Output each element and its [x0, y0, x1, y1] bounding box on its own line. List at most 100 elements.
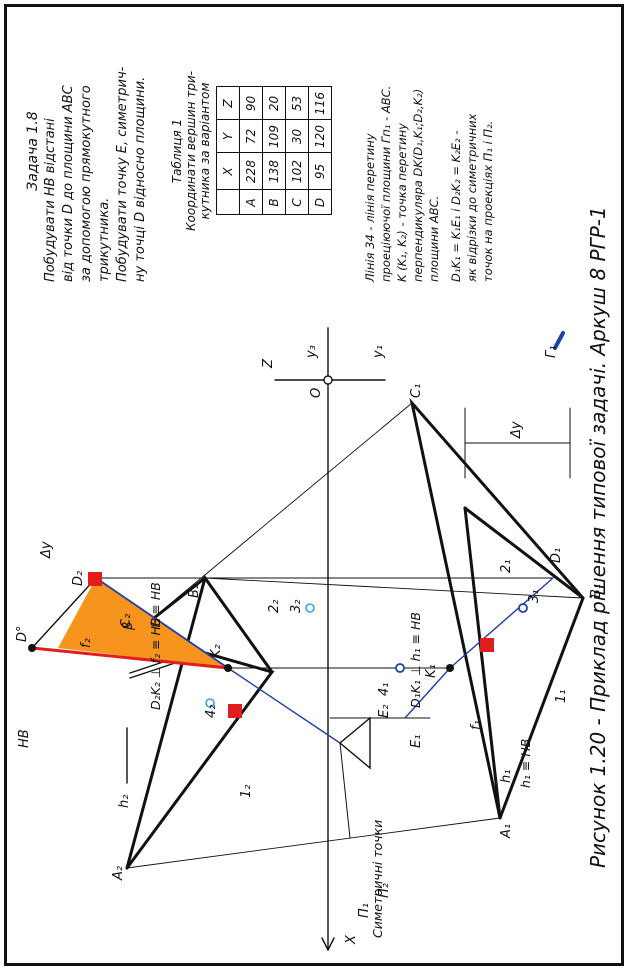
annot-f2hb: f₂ ≡ НВ: [148, 582, 163, 628]
label-h1: h₁: [499, 770, 514, 783]
cell: 95: [308, 153, 332, 190]
coords-table: X Y Z A 228 72 90 B 138 109 20 C: [216, 87, 332, 216]
label-42: 4₂: [204, 705, 219, 718]
cell: 53: [285, 87, 309, 120]
true-length-triangle: [58, 578, 228, 668]
cell: 90: [239, 87, 263, 120]
th-z: Z: [216, 87, 240, 120]
label-x: X: [344, 934, 359, 945]
cell: 138: [262, 153, 286, 190]
cell: 72: [239, 120, 263, 153]
cell: 228: [239, 153, 263, 190]
label-c1: C₁: [409, 384, 424, 398]
label-e2: E₂: [377, 705, 392, 718]
table-row: C 102 30 53: [285, 87, 309, 215]
label-11: 1₁: [554, 690, 569, 703]
right-angle-marker-k1: [480, 638, 494, 652]
gamma1-trace: [553, 331, 565, 350]
label-h2: h₂: [117, 795, 132, 808]
triangle-abc-p1-c: [463, 506, 585, 600]
task-block: Задача 1.8 Побудувати НВ відстані від то…: [24, 20, 150, 282]
annot-sym: Симетричні точки: [370, 820, 385, 938]
x-axis-arrow2: [327, 937, 335, 951]
cell: 102: [285, 153, 309, 190]
point-o: [323, 375, 333, 385]
cell: 116: [308, 87, 332, 120]
label-hb: НВ: [17, 729, 32, 748]
ke-p2: [227, 667, 341, 744]
note-line-6: D₁K₁ = K₁E₁ і D₂K₂ = K₂E₂ -: [449, 130, 463, 283]
cell: B: [262, 190, 286, 215]
label-a1: A₁: [499, 824, 514, 839]
note-line-7: як відрізки до симетричних: [465, 113, 479, 282]
label-dy-bot: Δy: [509, 421, 524, 439]
delta-y-leg: [31, 577, 97, 649]
task-line-1: Побудувати НВ відстані: [43, 118, 58, 282]
task-line-4: трикутника.: [97, 197, 112, 282]
table-title-3: кутника за варіантом: [198, 82, 212, 220]
label-21: 2₁: [499, 560, 514, 573]
point-32: [305, 603, 315, 613]
annot-h1hb: h₁ ≡ НВ: [518, 739, 533, 788]
label-p1: П₁: [357, 903, 372, 918]
ke-p1: [404, 667, 451, 719]
cell: 30: [285, 120, 309, 153]
label-z: Z: [261, 358, 276, 369]
label-b2: B₂: [187, 584, 202, 598]
cell: 120: [308, 120, 332, 153]
point-42: [205, 698, 215, 708]
label-dy-top: Δy: [39, 541, 54, 559]
label-o: O: [309, 388, 324, 398]
true-length-hb: [30, 646, 230, 670]
label-c2: C₂: [119, 614, 134, 628]
label-beta: β: [121, 622, 136, 631]
cell: A: [239, 190, 263, 215]
table-row: A 228 72 90: [239, 87, 263, 215]
label-a2: A₂: [111, 866, 126, 881]
table-row: B 138 109 20: [262, 87, 286, 215]
triangle-abc-p1: [409, 397, 585, 820]
label-32: 3₂: [289, 600, 304, 613]
table-title-1: Таблиця 1: [170, 118, 184, 184]
th-y: Y: [216, 120, 240, 153]
point-k1: [446, 664, 454, 672]
geometry-diagram: A₂ B₂ C₂ D₂ E₂ K₂ h₂ f₂ 1₂ 2₂ 3₂ 4₂ A₁ B…: [15, 327, 604, 951]
right-angle-marker-d2: [88, 572, 102, 586]
point-d0: [28, 644, 36, 652]
link-c: [134, 402, 413, 634]
label-e1: E₁: [409, 735, 424, 748]
e2-symbol: [338, 716, 371, 770]
note-line-8: точок на проекціях П₁ і П₂.: [481, 120, 495, 282]
th-blank: [216, 190, 240, 215]
table-title-2: Координати вершин три-: [184, 71, 198, 231]
label-12: 1₂: [239, 785, 254, 798]
true-length-d2k2: [95, 577, 229, 669]
point-41: [395, 663, 405, 673]
link-b: [204, 577, 584, 599]
label-d2: D₂: [71, 571, 86, 586]
right-angle-marker-k2: [228, 704, 242, 718]
note-line-2: проеціюючої площини Гп₁ - ABC.: [379, 85, 393, 282]
cell: 109: [262, 120, 286, 153]
annot-d1k1: D₁K₁ ⊥ h₁ ≡ НВ: [408, 612, 423, 708]
label-41: 4₁: [377, 683, 392, 696]
th-x: X: [216, 153, 240, 190]
label-y1: y₁: [371, 345, 386, 359]
point-k2: [224, 664, 232, 672]
label-d0: D°: [15, 625, 30, 642]
label-f1: f₁: [469, 720, 484, 730]
label-p2: П₂: [377, 883, 392, 898]
label-b1: B₁: [589, 584, 604, 598]
cell: 20: [262, 87, 286, 120]
label-d1: D₁: [549, 548, 564, 563]
note-line-4: перпендикуляра DK(D₁,K₁;D₂,K₂): [411, 88, 425, 282]
rotated-drawing: A₂ B₂ C₂ D₂ E₂ K₂ h₂ f₂ 1₂ 2₂ 3₂ 4₂ A₁ B…: [10, 10, 620, 958]
cell: C: [285, 190, 309, 215]
table-block: Таблиця 1 Координати вершин три- кутника…: [170, 20, 332, 282]
sheet-frame: [4, 4, 624, 966]
label-31: 3₁: [527, 590, 542, 603]
label-k2: K₂: [209, 644, 224, 658]
dk-p1: [449, 577, 554, 669]
label-g1: Г₁: [544, 346, 559, 358]
